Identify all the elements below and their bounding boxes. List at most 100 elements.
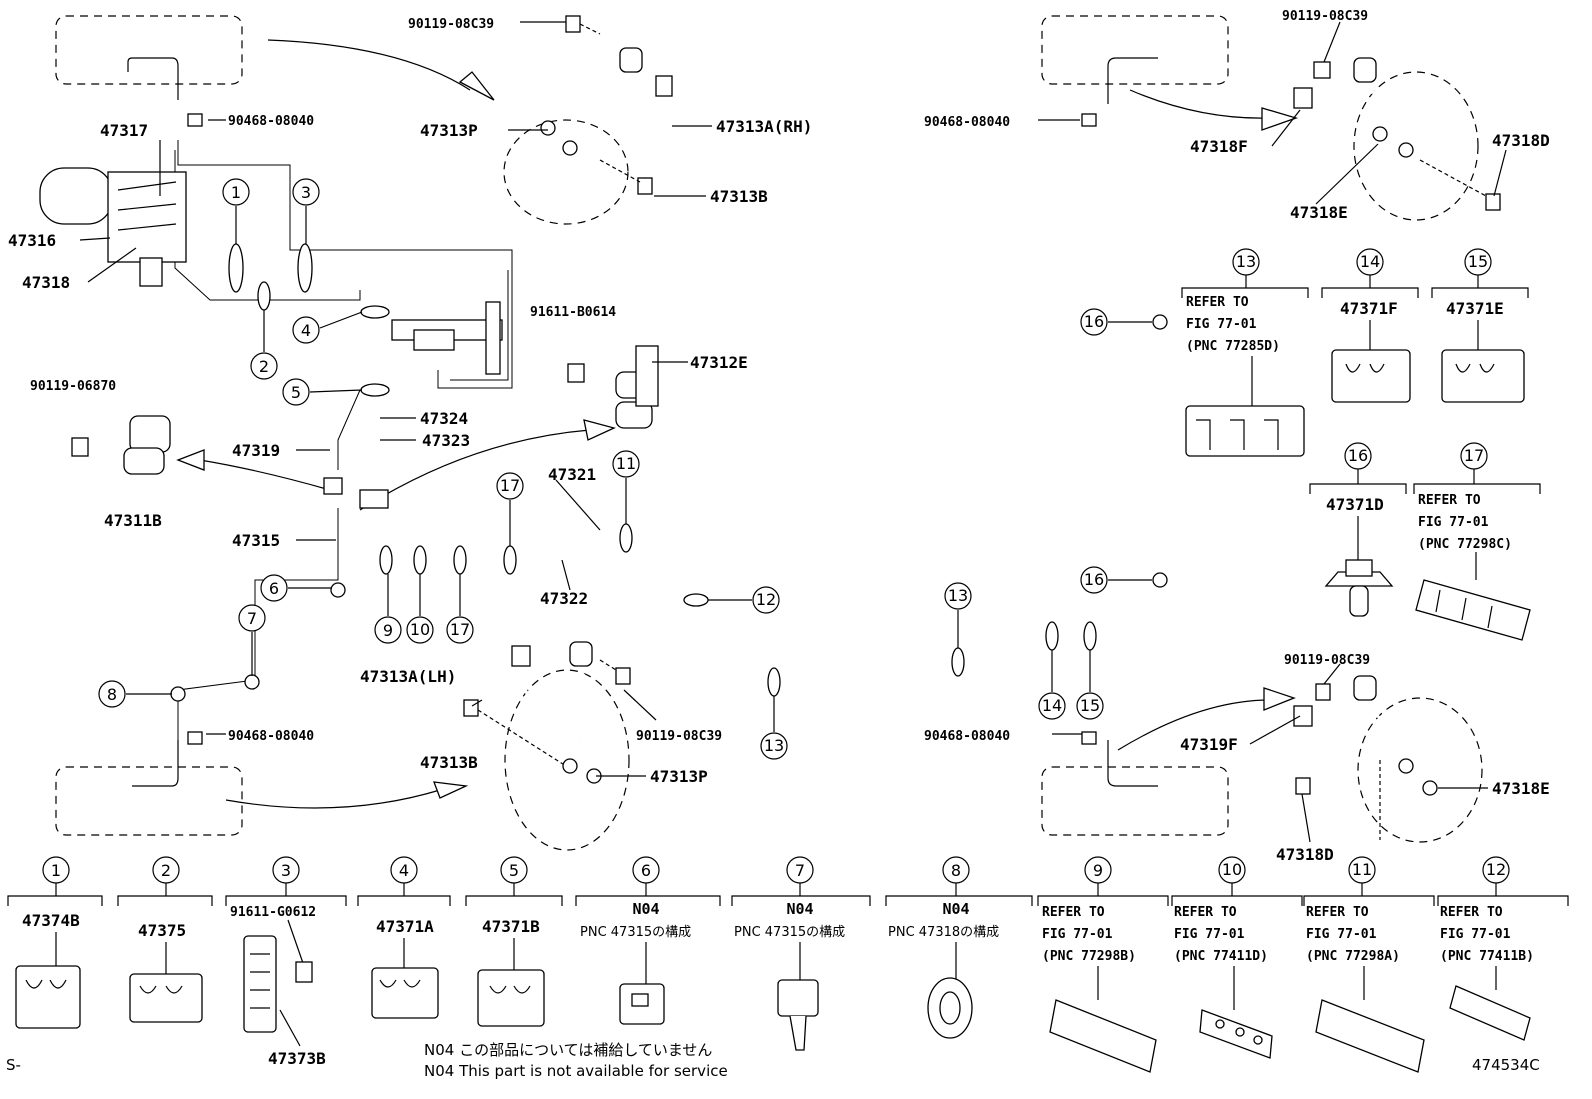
side-item-13: 13 REFER TO FIG 77-01 (PNC 77285D) [1181, 248, 1309, 457]
svg-text:2: 2 [161, 861, 171, 880]
side-item-14: 14 47371F [1321, 248, 1419, 403]
wheel-stubs [127, 57, 1158, 787]
wheel-outline-front-left [55, 15, 243, 85]
bottom-item-7: 7 N04 PNC 47315の構成 [731, 856, 871, 1051]
svg-text:3: 3 [301, 183, 311, 202]
clip-47371d-shape [1324, 559, 1394, 617]
svg-text:1: 1 [51, 861, 61, 880]
hose-47318f [1293, 57, 1501, 211]
part-labels: 90119-08C39 90468-08040 47317 47313P 473… [8, 9, 1550, 864]
label-90119-08c39-tr: 90119-08C39 [1282, 9, 1368, 24]
parts [39, 15, 1501, 840]
svg-text:11: 11 [616, 454, 636, 473]
callout-5: 5 [282, 378, 363, 406]
footer: S- N04 この部品については補給していません N04 This part i… [6, 1041, 1540, 1080]
clip-47311b [71, 415, 171, 475]
callout-7: 7 [238, 604, 266, 676]
clamp-17b [503, 545, 517, 575]
label-47317: 47317 [100, 121, 148, 140]
svg-text:10: 10 [410, 620, 430, 639]
svg-text:FIG 77-01: FIG 77-01 [1418, 515, 1489, 530]
clamp-16b [1152, 572, 1168, 588]
hose-47313a-rh [540, 15, 673, 195]
svg-text:(PNC 77411B): (PNC 77411B) [1440, 949, 1534, 964]
svg-text:9: 9 [383, 621, 393, 640]
svg-text:FIG 77-01: FIG 77-01 [1042, 927, 1113, 942]
svg-text:N04: N04 [942, 900, 969, 918]
svg-text:5: 5 [291, 383, 301, 402]
bottom-item-5: 5 47371B [465, 856, 563, 1027]
label-90119-08c39-br: 90119-08C39 [1284, 653, 1370, 668]
actuator-assembly [39, 167, 187, 287]
flare-nut-bl [187, 731, 203, 745]
caliper-outline-tr [1353, 71, 1479, 221]
clamp-14 [1045, 621, 1059, 651]
clamp-16a [1152, 314, 1168, 330]
callout-16a: 16 [1080, 308, 1152, 336]
wheel-outlines [55, 15, 1483, 851]
flare-nut-tr [1081, 113, 1097, 127]
svg-text:47373B: 47373B [268, 1049, 326, 1068]
connector-47323 [359, 489, 389, 509]
label-90119-08c39-tl: 90119-08C39 [408, 17, 494, 32]
callout-2: 2 [250, 310, 278, 380]
callout-3: 3 [292, 178, 320, 244]
svg-text:REFER TO: REFER TO [1306, 905, 1369, 920]
label-47319f: 47319F [1180, 735, 1238, 754]
label-47313p-bot: 47313P [650, 767, 708, 786]
svg-text:2: 2 [259, 357, 269, 376]
valve-bracket [391, 301, 503, 375]
clamp-4 [360, 305, 390, 319]
bottom-item-9: 9 REFER TO FIG 77-01 (PNC 77298B) [1037, 856, 1169, 1073]
label-91611-b0614: 91611-B0614 [530, 305, 616, 320]
label-47313a-lh: 47313A(LH) [360, 667, 456, 686]
svg-text:N04: N04 [786, 900, 813, 918]
label-90119-06870: 90119-06870 [30, 379, 116, 394]
svg-text:16: 16 [1348, 446, 1368, 465]
svg-text:17: 17 [1464, 446, 1484, 465]
label-47313b-top: 47313B [710, 187, 768, 206]
svg-text:(PNC 77411D): (PNC 77411D) [1174, 949, 1268, 964]
svg-text:11: 11 [1352, 860, 1372, 879]
clamp-2 [257, 281, 271, 311]
callout-4: 4 [292, 311, 363, 344]
callout-15: 15 [1076, 650, 1104, 720]
label-90119-08c39-bm: 90119-08C39 [636, 729, 722, 744]
bottom-item-12: 12 REFER TO FIG 77-01 (PNC 77411B) [1437, 856, 1569, 1041]
clip-7 [244, 674, 260, 690]
svg-text:13: 13 [1236, 252, 1256, 271]
footer-code: 474534C [1472, 1056, 1540, 1074]
callout-6: 6 [260, 574, 332, 602]
caliper-outline-lh [504, 669, 630, 851]
callout-10: 10 [406, 574, 434, 644]
footer-left: S- [6, 1056, 21, 1074]
svg-text:16: 16 [1084, 570, 1104, 589]
label-47319: 47319 [232, 441, 280, 460]
svg-text:REFER TO: REFER TO [1418, 493, 1481, 508]
clip-47371e-shape [1441, 349, 1525, 403]
label-90468-08040-tr: 90468-08040 [924, 115, 1010, 130]
svg-text:15: 15 [1468, 252, 1488, 271]
label-47311b: 47311B [104, 511, 162, 530]
side-item-17: 17 REFER TO FIG 77-01 (PNC 77298C) [1413, 442, 1541, 641]
svg-text:14: 14 [1042, 696, 1062, 715]
bottom-item-10: 10 REFER TO FIG 77-01 (PNC 77411D) [1171, 856, 1303, 1059]
svg-text:10: 10 [1222, 860, 1242, 879]
clip-77285d-shape [1185, 405, 1305, 457]
label-47318d-bot: 47318D [1276, 845, 1334, 864]
brake-pipes [174, 130, 1162, 740]
clamp-13a [767, 667, 781, 697]
callout-13b: 13 [944, 582, 972, 648]
clip-47312e [567, 345, 659, 429]
label-47315: 47315 [232, 531, 280, 550]
clamp-15 [1083, 621, 1097, 651]
clamp-ellipses [170, 243, 1168, 702]
svg-text:47371F: 47371F [1340, 299, 1398, 318]
svg-text:47375: 47375 [138, 921, 186, 940]
svg-text:4: 4 [301, 321, 311, 340]
callout-11: 11 [612, 450, 640, 524]
svg-text:17: 17 [500, 476, 520, 495]
label-47321: 47321 [548, 465, 596, 484]
callout-17b: 17 [496, 472, 524, 546]
clip-77298c-shape [1415, 579, 1531, 641]
